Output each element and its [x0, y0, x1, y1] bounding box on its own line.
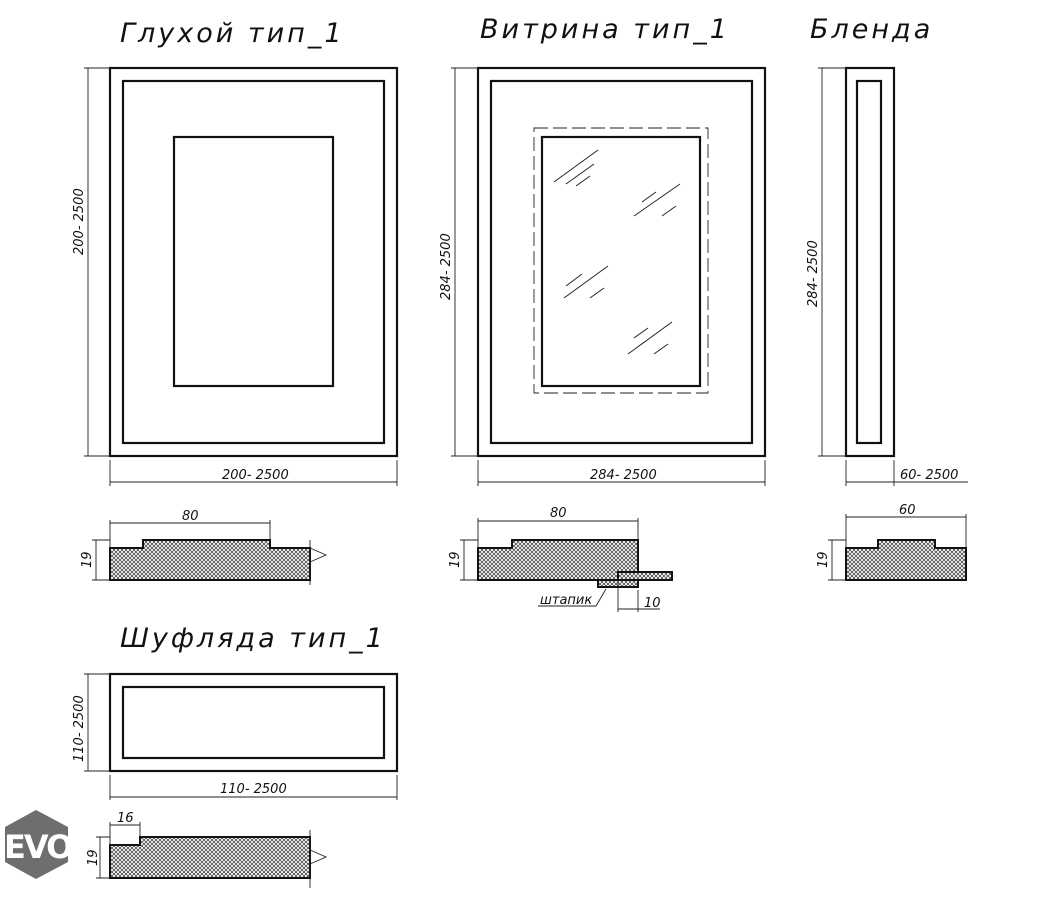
blind-title: Глухой тип_1: [120, 18, 345, 49]
showcase-section-thickness: 19: [448, 551, 463, 568]
glass-section: [617, 571, 673, 581]
showcase-height-dim: 284- 2500: [439, 233, 454, 300]
drawer-width-dim: 110- 2500: [220, 782, 287, 797]
blind-height-dim: 200- 2500: [72, 188, 87, 255]
blende-outer-frame: [844, 66, 896, 458]
blind-width-dim: 200- 2500: [222, 468, 289, 483]
showcase-title: Витрина тип_1: [480, 14, 730, 45]
showcase-door-drawing: Витрина тип_1 284- 2500 284- 2500 80 19 …: [439, 14, 767, 612]
drawer-section-thickness: 19: [86, 849, 101, 866]
showcase-outer-frame: [476, 66, 767, 458]
drawer-inner-frame: [121, 685, 386, 760]
blende-section-dims: [828, 514, 967, 581]
blende-section: [845, 539, 967, 581]
evo-logo: EVO: [4, 810, 74, 879]
bead-outline: [533, 127, 709, 394]
blende-drawing: Бленда 284- 2500 60- 2500 60 19: [806, 14, 968, 581]
bead-dim: 10: [644, 596, 661, 611]
logo-text: EVO: [4, 828, 72, 866]
drawer-height-dim: 110- 2500: [72, 695, 87, 762]
blende-section-width: 60: [899, 503, 916, 518]
blende-inner-frame: [855, 79, 883, 445]
logo-hexagon-icon: [5, 810, 68, 879]
blende-height-dim: 284- 2500: [806, 240, 821, 307]
blind-section-width: 80: [182, 509, 199, 524]
drawer-section-width: 16: [117, 811, 134, 826]
blind-inner-frame: [121, 79, 386, 445]
blind-outer-frame: [108, 66, 399, 458]
blind-section-dims: [92, 520, 271, 581]
blind-panel: [172, 135, 335, 388]
showcase-section: [477, 539, 639, 581]
blende-width-dim: 60- 2500: [900, 468, 958, 483]
glass-pane: [540, 135, 702, 388]
bead-label: штапик: [540, 593, 592, 608]
drawer-section: [109, 836, 311, 879]
showcase-inner-frame: [489, 79, 754, 445]
showcase-dim-lines: [451, 67, 766, 486]
showcase-width-dim: 284- 2500: [590, 468, 657, 483]
blind-dim-lines: [84, 67, 398, 486]
drawer-section-dims: [96, 822, 328, 888]
break-mark: [309, 540, 328, 585]
drawer-front-drawing: Шуфляда тип_1 110- 2500 110- 2500 16 19: [72, 623, 399, 888]
drawer-title: Шуфляда тип_1: [120, 623, 386, 654]
blende-title: Бленда: [810, 14, 933, 45]
blind-door-drawing: Глухой тип_1 200- 2500 200- 2500 80 19: [72, 18, 399, 585]
drawer-dim-lines: [84, 673, 398, 800]
blind-section-thickness: 19: [80, 551, 95, 568]
drawer-outer-frame: [108, 672, 399, 773]
glass-reflection-icon: [553, 149, 681, 355]
showcase-section-width: 80: [550, 506, 567, 521]
blende-section-thickness: 19: [816, 551, 831, 568]
showcase-section-dims: [460, 518, 660, 612]
blind-section: [109, 539, 311, 581]
blende-dim-lines: [818, 67, 968, 486]
